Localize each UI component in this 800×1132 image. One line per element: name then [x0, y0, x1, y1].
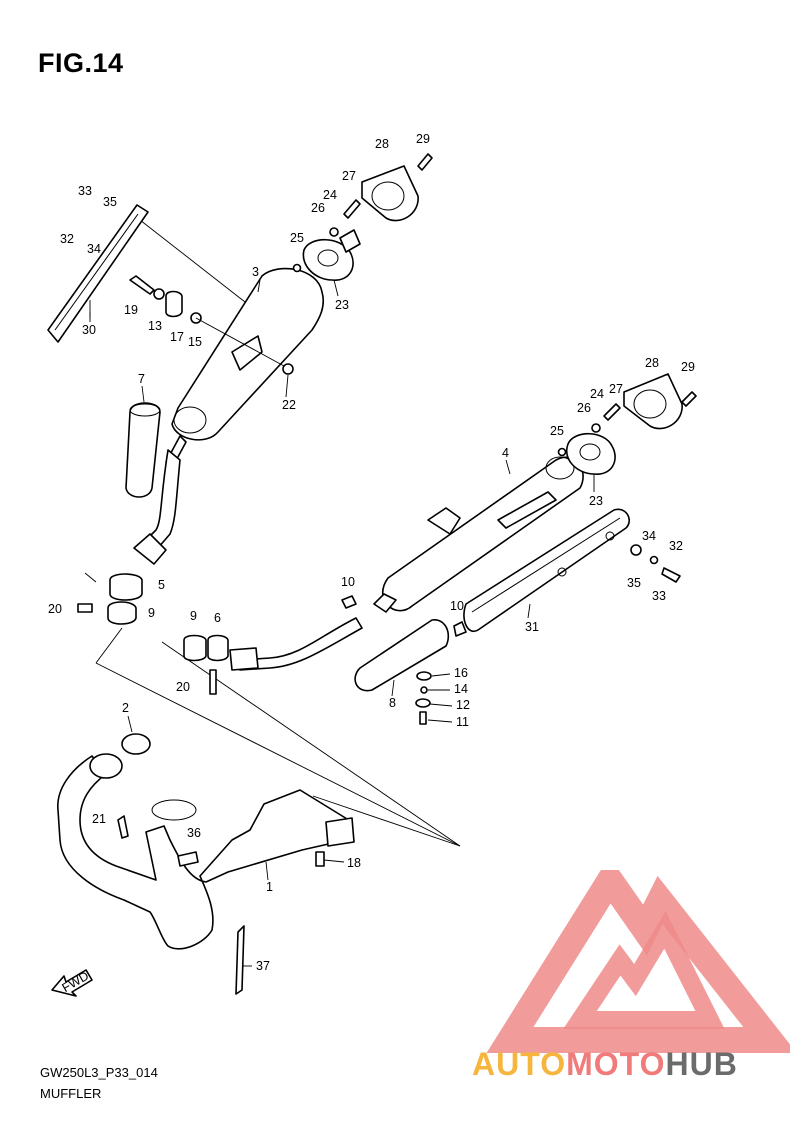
callout: 14 [454, 682, 468, 696]
callout: 20 [48, 602, 62, 616]
brand-part-auto: AUTO [472, 1046, 567, 1082]
callout: 27 [342, 169, 356, 183]
callout: 20 [176, 680, 190, 694]
callout: 37 [256, 959, 270, 973]
tail-assembly-lower [557, 373, 697, 475]
callout: 26 [311, 201, 325, 215]
callout: 8 [389, 696, 396, 710]
callout: 26 [577, 401, 591, 415]
logo-triangle-outer [486, 870, 790, 1053]
callout: 12 [456, 698, 470, 712]
brand-part-hub: HUB [665, 1046, 738, 1082]
callout: 33 [652, 589, 666, 603]
callout: 34 [642, 529, 656, 543]
heat-shield-31 [463, 508, 681, 633]
callout: 23 [589, 494, 603, 508]
callout: 2 [122, 701, 129, 715]
callout: 21 [92, 812, 106, 826]
callout: 25 [550, 424, 564, 438]
callout: 28 [375, 137, 389, 151]
callout: 35 [627, 576, 641, 590]
callout: 36 [187, 826, 201, 840]
heat-shield-30 [47, 204, 149, 343]
callout: 23 [335, 298, 349, 312]
callout: 32 [60, 232, 74, 246]
exhaust-pipe-1 [57, 733, 355, 995]
section-name: MUFFLER [40, 1086, 102, 1101]
callout: 30 [82, 323, 96, 337]
watermark-brand-text: AUTOMOTOHUB [472, 1046, 738, 1083]
callout: 35 [103, 195, 117, 209]
automotohub-logo-icon [486, 870, 790, 1053]
callout: 6 [214, 611, 221, 625]
callout: 32 [669, 539, 683, 553]
brand-part-moto: MOTO [566, 1046, 666, 1082]
callout: 28 [645, 356, 659, 370]
callout: 29 [416, 132, 430, 146]
logo-triangle-inner [563, 911, 725, 1029]
fasteners-upper [129, 275, 294, 375]
muffler-upper-3 [133, 267, 325, 565]
callout: 7 [138, 372, 145, 386]
tail-assembly-upper [292, 153, 433, 281]
callout: 9 [148, 606, 155, 620]
callout: 19 [124, 303, 138, 317]
clamps [77, 573, 467, 695]
callout: 1 [266, 880, 273, 894]
callout: 5 [158, 578, 165, 592]
callout: 9 [190, 609, 197, 623]
callout: 17 [170, 330, 184, 344]
leader-lines [89, 279, 595, 967]
callout: 15 [188, 335, 202, 349]
callout: 31 [525, 620, 539, 634]
callout: 24 [590, 387, 604, 401]
callout: 33 [78, 184, 92, 198]
figure-title: FIG.14 [38, 48, 124, 78]
callout: 3 [252, 265, 259, 279]
guide-lines [84, 219, 461, 847]
callout: 27 [609, 382, 623, 396]
callout: 18 [347, 856, 361, 870]
callout: 11 [456, 715, 469, 729]
fwd-label: FWD [60, 969, 92, 995]
callout-labels: 1 2 3 4 5 6 7 8 9 9 10 10 11 12 13 14 15… [48, 132, 695, 973]
callout: 10 [450, 599, 464, 613]
muffler-lower-4 [229, 456, 584, 671]
callout: 24 [323, 188, 337, 202]
callout: 25 [290, 231, 304, 245]
callout: 29 [681, 360, 695, 374]
callout: 16 [454, 666, 468, 680]
figure-code: GW250L3_P33_014 [40, 1065, 158, 1080]
fwd-arrow-icon: FWD [51, 969, 93, 997]
callout: 10 [341, 575, 355, 589]
pipe-cover-8 [354, 619, 450, 725]
pipe-cover-7 [125, 402, 161, 498]
callout: 34 [87, 242, 101, 256]
callout: 22 [282, 398, 296, 412]
callout: 13 [148, 319, 162, 333]
callout: 4 [502, 446, 509, 460]
